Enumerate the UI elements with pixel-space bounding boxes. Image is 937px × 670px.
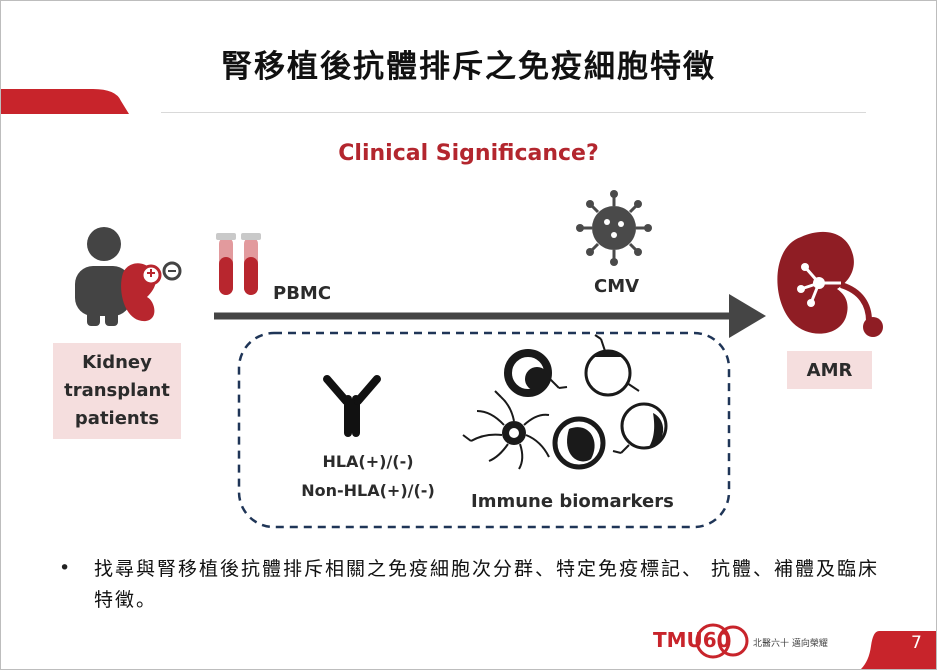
tagline: 北醫六十 邁向榮耀 (753, 639, 828, 649)
clinical-significance-heading: Clinical Significance? (338, 141, 599, 166)
timeline-arrow-head (729, 294, 766, 338)
top-red-band (1, 89, 129, 114)
bullet-symbol: • (59, 557, 71, 579)
slide-title: 腎移植後抗體排斥之免疫細胞特徵 (221, 49, 716, 85)
hla-labels: HLA(+)/(-) Non-HLA(+)/(-) (263, 447, 473, 505)
page-number: 7 (911, 633, 922, 653)
dashed-group-box (237, 331, 731, 529)
cmv-label: CMV (594, 276, 640, 297)
non-hla-label: Non-HLA(+)/(-) (301, 481, 435, 500)
immune-cells-icon (462, 334, 668, 470)
amr-box: AMR (787, 351, 872, 389)
amr-label: AMR (806, 359, 853, 381)
patients-label: Kidney transplant patients (64, 352, 170, 429)
pbmc-label: PBMC (273, 283, 332, 304)
patients-box: Kidney transplant patients (53, 343, 181, 439)
bottom-red-band (861, 631, 936, 669)
kidney-icon (777, 231, 883, 337)
tmu-logo: TMU60 (653, 628, 731, 652)
antibody-icon (323, 375, 381, 437)
blood-tubes-icon (216, 233, 261, 295)
immune-biomarkers-label: Immune biomarkers (471, 491, 674, 512)
bullet-text: 找尋與腎移植後抗體排斥相關之免疫細胞次分群、特定免疫標記、 抗體、補體及臨床特徵… (94, 558, 880, 611)
tmu-logo-ring (695, 623, 749, 659)
patient-icon (75, 227, 131, 326)
title-divider (161, 112, 866, 113)
patient-kidney-icon (121, 261, 182, 322)
hla-label: HLA(+)/(-) (322, 452, 414, 471)
virus-icon (576, 190, 652, 266)
